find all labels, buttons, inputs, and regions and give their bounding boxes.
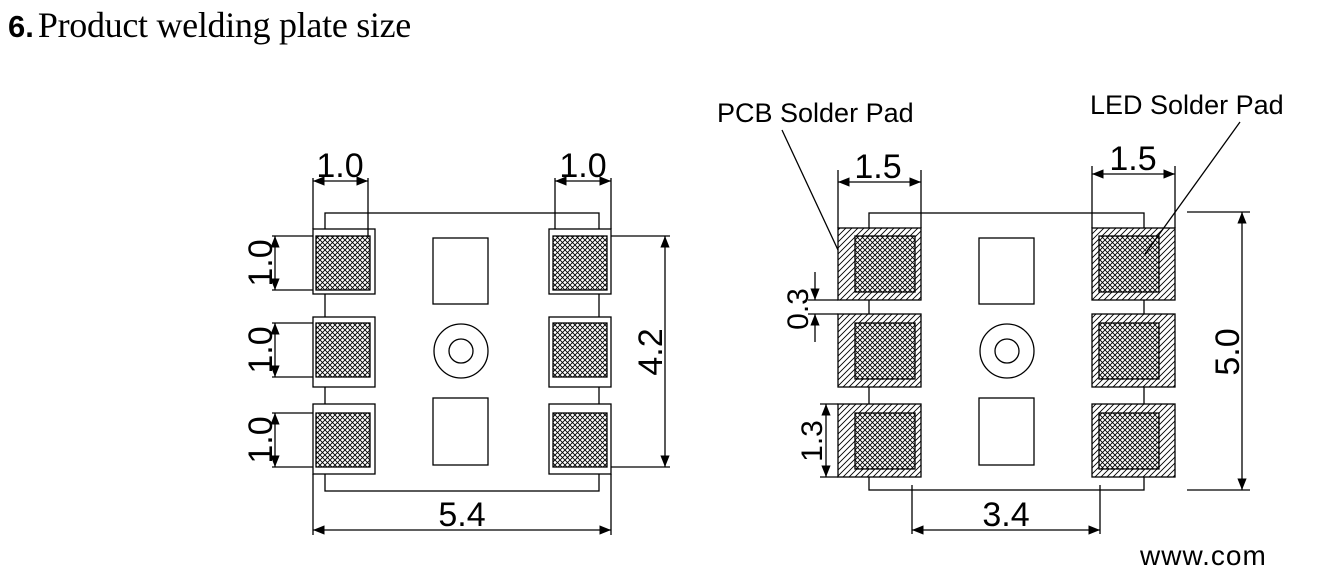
left-side-dim-3: 1.0: [242, 416, 280, 463]
left-width-dim: 5.4: [438, 496, 485, 534]
right-top-dim-1: 1.5: [854, 148, 901, 186]
left-top-dim-1: 1.0: [316, 147, 363, 185]
right-gap-dim: 0.3: [782, 288, 815, 330]
right-footprint: PCB Solder Pad LED Solder Pad 1.5 1.5 0.…: [717, 90, 1284, 535]
left-footprint: 1.0 1.0 1.0 1.0 1.0 4.2 5.4: [242, 147, 670, 535]
heading-title: Product welding plate size: [37, 5, 411, 45]
pcb-solder-pad-label: PCB Solder Pad: [717, 98, 914, 128]
left-center-ring-outer: [433, 323, 489, 379]
led-solder-pad-label: LED Solder Pad: [1090, 90, 1284, 120]
right-led-pad-5: [1098, 322, 1160, 380]
left-top-dim-2: 1.0: [559, 147, 606, 185]
left-center-window-top: [432, 237, 489, 305]
welding-plate-diagram: 1.0 1.0 1.0 1.0 1.0 4.2 5.4: [242, 90, 1284, 535]
right-led-pad-3: [854, 412, 916, 470]
right-width-dim: 3.4: [982, 496, 1029, 534]
left-pad-4: [552, 235, 608, 291]
left-pad-6: [552, 412, 608, 468]
right-top-dim-2: 1.5: [1109, 140, 1156, 178]
watermark-text: www.com: [1140, 540, 1267, 571]
right-pad-height-dim: 1.3: [796, 420, 829, 462]
right-led-pad-1: [854, 235, 916, 293]
page-heading: 6. Product welding plate size: [8, 4, 411, 48]
right-led-pad-4: [1098, 235, 1160, 293]
right-center-ring-inner: [994, 338, 1020, 364]
left-center-window-bottom: [432, 397, 489, 466]
right-led-pad-2: [854, 322, 916, 380]
left-side-dim-2: 1.0: [242, 326, 280, 373]
left-pad-3: [315, 412, 371, 468]
right-led-pad-6: [1098, 412, 1160, 470]
left-side-dim-1: 1.0: [242, 239, 280, 286]
heading-number: 6.: [8, 9, 34, 44]
left-pad-2: [315, 322, 371, 378]
left-height-dim: 4.2: [632, 328, 670, 375]
right-center-window-bottom: [978, 397, 1035, 466]
left-center-ring-inner: [448, 338, 474, 364]
left-pad-5: [552, 322, 608, 378]
right-center-window-top: [978, 237, 1035, 305]
left-pad-1: [315, 235, 371, 291]
right-height-dim: 5.0: [1209, 328, 1247, 375]
right-center-ring-outer: [979, 323, 1035, 379]
